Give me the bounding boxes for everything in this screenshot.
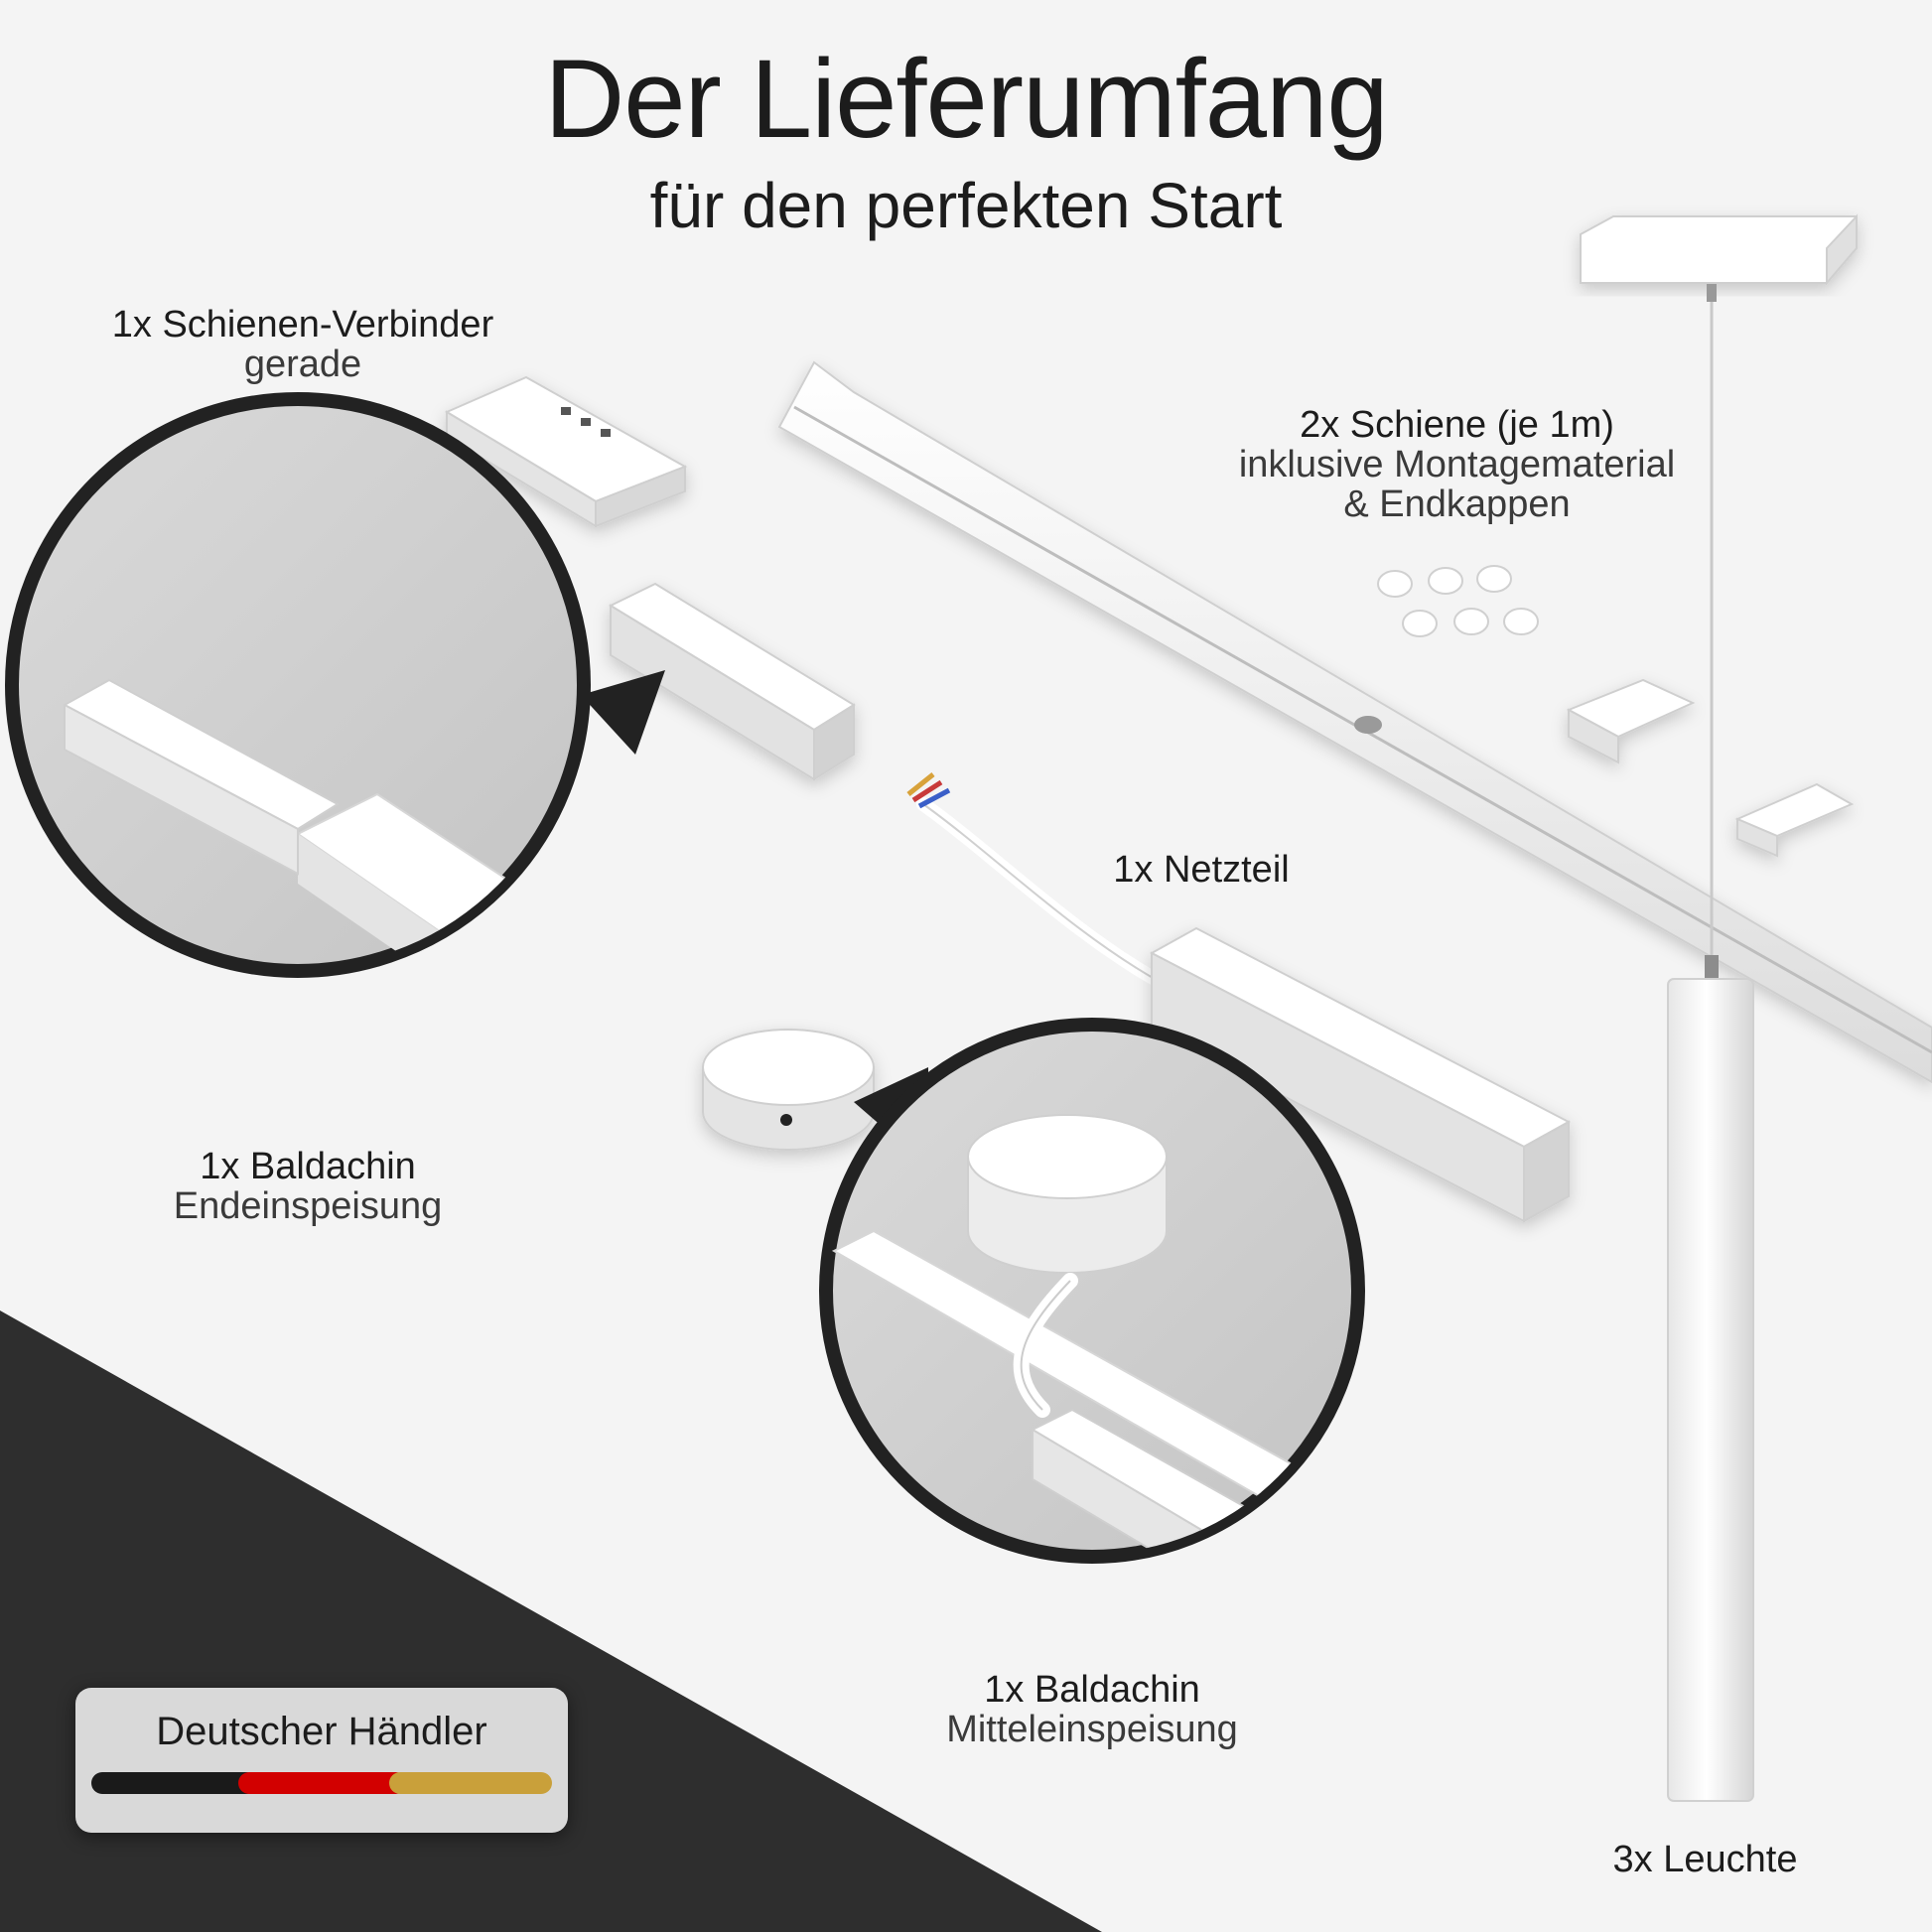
power-supply-label: 1x Netzteil bbox=[1113, 849, 1290, 891]
mounting-clips-image bbox=[1566, 678, 1855, 858]
badge-label: Deutscher Händler bbox=[156, 1710, 487, 1753]
german-dealer-badge: Deutscher Händler bbox=[75, 1688, 568, 1833]
canopy-image bbox=[702, 1029, 875, 1151]
connector-sublabel: gerade bbox=[243, 344, 362, 385]
rail-image bbox=[777, 360, 1932, 1084]
end-feed-block-image bbox=[608, 582, 856, 781]
pendant-label: 3x Leuchte bbox=[1612, 1839, 1798, 1880]
power-supply-image bbox=[906, 772, 1572, 1223]
pendant-image bbox=[1580, 213, 1858, 1802]
flag-bar-red bbox=[238, 1772, 407, 1794]
flag-bar-black bbox=[91, 1772, 258, 1794]
canopy-end-label: 1x Baldachin bbox=[200, 1146, 416, 1187]
connector-label: 1x Schienen-Verbinder bbox=[111, 304, 494, 345]
rail-sublabel-1: inklusive Montagematerial bbox=[1238, 444, 1676, 485]
canopy-middle-label: 1x Baldachin bbox=[984, 1669, 1200, 1711]
canopy-middle-sublabel: Mitteleinspeisung bbox=[946, 1709, 1238, 1750]
end-caps-image bbox=[1377, 565, 1539, 637]
rail-sublabel-2: & Endkappen bbox=[1343, 483, 1571, 525]
canopy-end-sublabel: Endeinspeisung bbox=[173, 1185, 443, 1227]
page-title: Der Lieferumfang bbox=[544, 37, 1388, 161]
rail-label: 2x Schiene (je 1m) bbox=[1300, 404, 1614, 446]
page-subtitle: für den perfekten Start bbox=[649, 170, 1283, 241]
connector-image bbox=[444, 375, 688, 528]
flag-bar-gold bbox=[389, 1772, 552, 1794]
zoom-circle-middle-feed bbox=[819, 1018, 1365, 1564]
